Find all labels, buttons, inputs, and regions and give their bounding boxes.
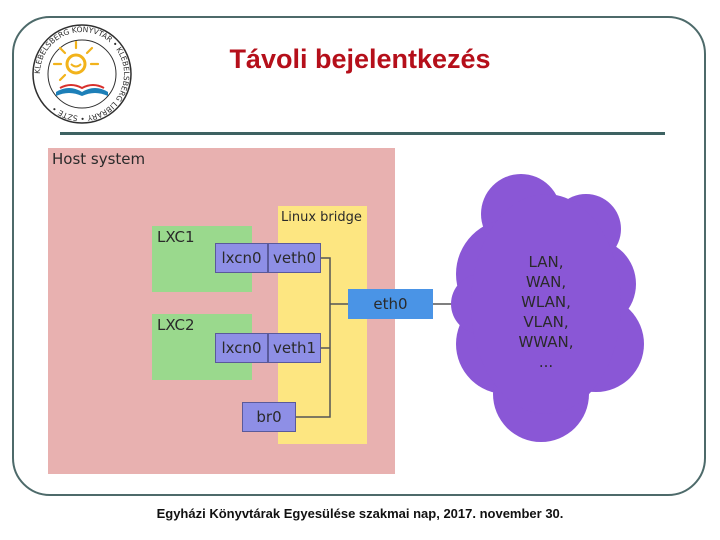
veth0-interface: veth0 [268, 243, 321, 273]
book-icon [56, 84, 108, 96]
br0-interface: br0 [242, 402, 296, 432]
network-type-vlan: VLAN, [523, 313, 569, 331]
network-cloud-icon [451, 174, 644, 442]
container-lxc1-label: LXC1 [157, 228, 195, 246]
sun-icon [52, 40, 100, 82]
container-lxc2-label: LXC2 [157, 316, 195, 334]
lxc1-lxcn0-interface: lxcn0 [215, 243, 268, 273]
bridge-link-line [296, 257, 331, 418]
slide-frame [12, 16, 706, 496]
network-type-more: ... [538, 353, 554, 371]
title-divider [60, 132, 665, 135]
network-type-wan: WAN, [525, 273, 567, 291]
veth1-interface: veth1 [268, 333, 321, 363]
slide-title: Távoli bejelentkezés [229, 44, 491, 74]
lxc2-lxcn0-interface: lxcn0 [215, 333, 268, 363]
eth0-interface: eth0 [348, 289, 433, 319]
network-type-wlan: WLAN, [521, 293, 571, 311]
network-type-wwan: WWAN, [518, 333, 574, 351]
library-logo: KLEBELSBERG KÖNYVTÁR • KLEBELSBERG LIBRA… [32, 24, 132, 124]
slide-footer: Egyházi Könyvtárak Egyesülése szakmai na… [156, 506, 564, 521]
network-types-list: LAN, WAN, WLAN, VLAN, WWAN, ... [506, 252, 586, 372]
connection-lines [296, 257, 456, 418]
network-diagram: Host system Linux bridge LXC1 LXC2 lxcn0… [48, 148, 648, 476]
network-type-lan: LAN, [528, 253, 564, 271]
linux-bridge-label: Linux bridge [281, 210, 362, 225]
host-system-label: Host system [52, 150, 146, 168]
